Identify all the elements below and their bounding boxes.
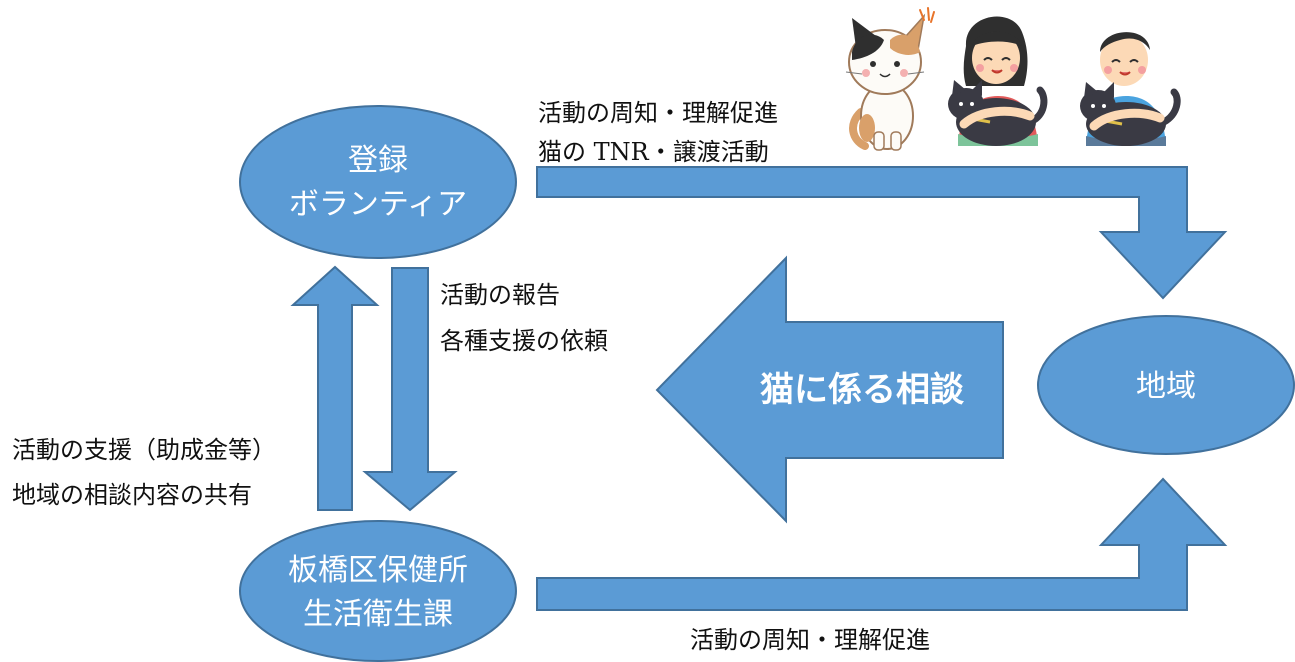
arrow-volunteer-to-health-center [362,267,458,512]
caption-volunteer-to-health-center-1: 活動の報告 [440,281,560,309]
arrow-health-center-to-volunteer [290,265,380,511]
caption-volunteer-to-community-1: 活動の周知・理解促進 [538,99,778,127]
caption-volunteer-to-health-center-2: 各種支援の依頼 [440,327,608,355]
node-health-center-line1: 板橋区保健所 [288,553,468,588]
node-volunteer-line2: ボランティア [289,187,467,222]
caption-health-center-to-volunteer-1: 活動の支援（助成金等） [12,436,276,464]
boy-holding-cat-icon [1080,32,1181,146]
calico-cat-icon [845,7,935,151]
arrow-community-consultation [655,255,1004,524]
arrow-volunteer-to-community [536,166,1228,300]
node-community-label: 地域 [1136,369,1196,404]
node-community: 地域 [1037,315,1295,455]
caption-health-center-to-community-1: 活動の周知・理解促進 [690,626,930,654]
center-arrow-label: 猫に係る相談 [760,370,965,410]
node-health-center: 板橋区保健所 生活衛生課 [239,520,517,662]
caption-volunteer-to-community-2: 猫の TNR・譲渡活動 [538,138,769,166]
node-health-center-line2: 生活衛生課 [303,597,453,632]
node-volunteer: 登録 ボランティア [239,105,517,259]
node-volunteer-line1: 登録 [348,143,408,178]
arrow-health-center-to-community [536,477,1228,611]
girl-holding-cat-icon [948,16,1048,146]
caption-health-center-to-volunteer-2: 地域の相談内容の共有 [12,481,252,509]
